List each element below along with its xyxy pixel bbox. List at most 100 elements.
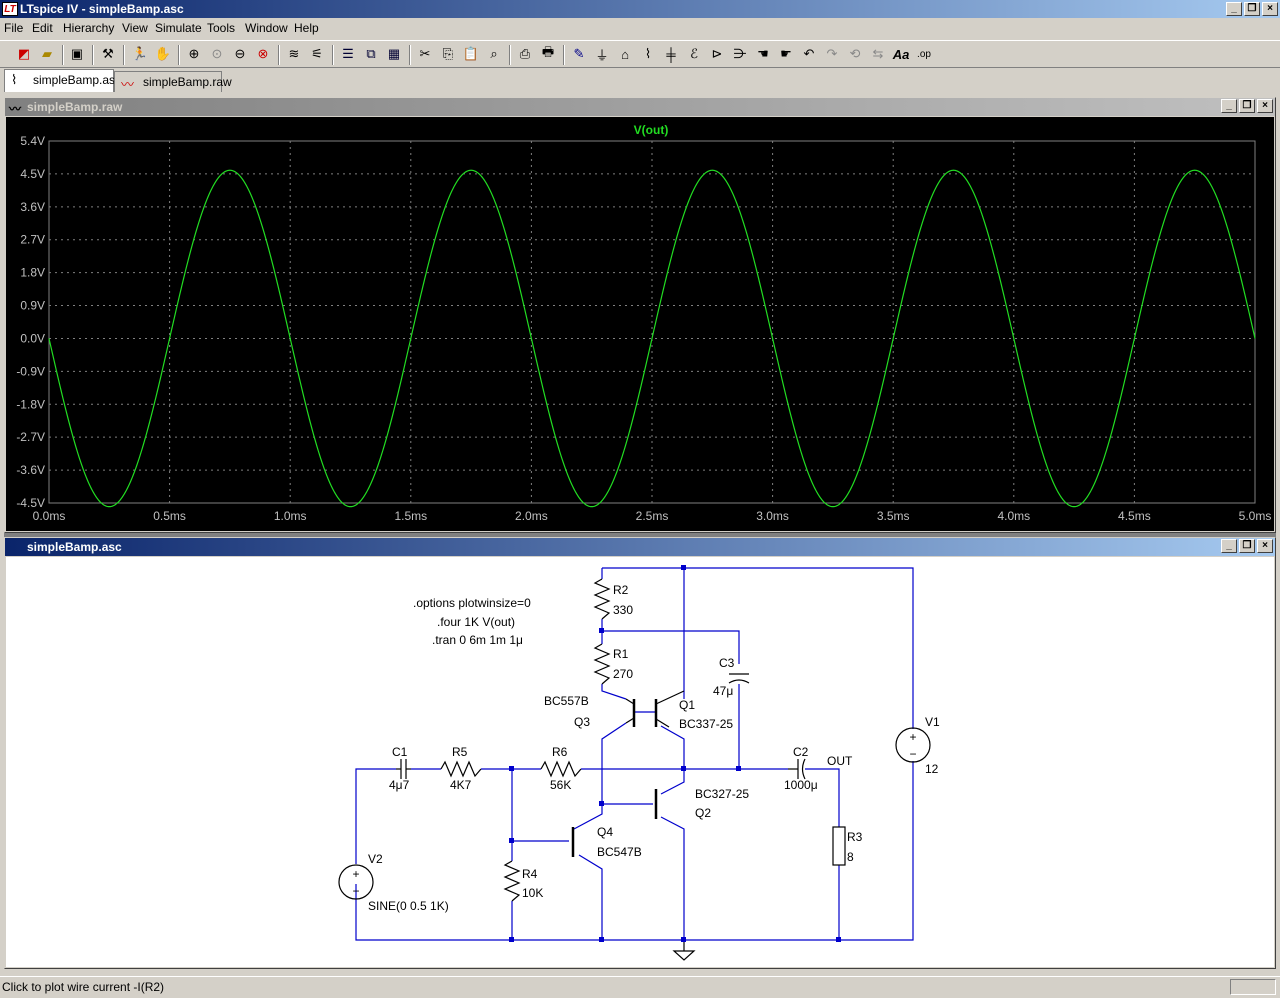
drag-hand-icon[interactable]: ☛ [780, 46, 792, 61]
label-c3-value[interactable]: 47μ [713, 684, 733, 698]
menu-view[interactable]: View [122, 21, 148, 35]
label-r5-value[interactable]: 4K7 [450, 778, 472, 792]
restore-button[interactable]: ❐ [1244, 2, 1260, 16]
schematic-canvas[interactable]: + − + − [6, 557, 1274, 967]
label-q2-model[interactable]: BC327-25 [695, 787, 749, 801]
chart-title[interactable]: V(out) [634, 123, 669, 137]
print-icon[interactable]: 🖶 [541, 44, 555, 59]
label-v2-value[interactable]: SINE(0 0.5 1K) [368, 899, 449, 913]
paste-icon[interactable]: 📋 [462, 46, 480, 61]
label-c2-value[interactable]: 1000μ [784, 778, 818, 792]
menu-hierarchy[interactable]: Hierarchy [63, 21, 115, 35]
zoom-fit-icon[interactable]: ⊗ [257, 46, 269, 61]
component-icon[interactable]: ⋺ [733, 46, 747, 61]
tab-waveform[interactable]: 〰 simpleBamp.raw [114, 71, 232, 92]
label-q3-model[interactable]: BC557B [544, 694, 589, 708]
diode-icon[interactable]: ⊳ [711, 46, 723, 61]
mirror-icon[interactable]: ⇆ [872, 46, 884, 61]
voltage-source-v1[interactable]: + − [895, 727, 931, 763]
junction-dots [509, 565, 841, 942]
directive-four[interactable]: .four 1K V(out) [437, 615, 515, 629]
cascade-icon[interactable]: ⧉ [366, 46, 376, 61]
transistor-q1[interactable] [654, 690, 685, 728]
spice-directive-icon[interactable]: .op [917, 48, 931, 60]
autorange-icon[interactable]: ≋ [288, 46, 300, 61]
open-icon[interactable]: ▰ [42, 46, 52, 61]
label-r5-name: R5 [452, 745, 468, 759]
run-icon[interactable]: 🏃 [131, 46, 149, 61]
menu-file[interactable]: File [4, 21, 24, 35]
voltage-source-v2[interactable]: + − [338, 864, 374, 900]
tile-horizontal-icon[interactable]: ☰ [342, 46, 354, 61]
label-c1-value[interactable]: 4μ7 [389, 778, 410, 792]
label-r2-value[interactable]: 330 [613, 603, 633, 617]
waveform-close-button[interactable]: × [1257, 99, 1273, 113]
menu-window[interactable]: Window [245, 21, 288, 35]
new-schematic-icon[interactable]: ◩ [17, 46, 31, 61]
resistor-icon[interactable]: ⌇ [644, 46, 652, 61]
y-tick-label: -1.8V [16, 397, 45, 411]
resistor-r6[interactable] [540, 760, 582, 778]
resistor-r5[interactable] [440, 760, 482, 778]
label-r3-value[interactable]: 8 [847, 850, 854, 864]
x-tick-label: 1.5ms [394, 509, 427, 523]
capacitor-c2[interactable] [788, 758, 806, 780]
menu-help[interactable]: Help [294, 21, 319, 35]
cut-icon[interactable]: ✂ [419, 46, 431, 61]
wires[interactable] [355, 567, 914, 941]
waveform-minimize-button[interactable]: _ [1221, 99, 1237, 113]
print-preview-icon[interactable]: ⎙ [519, 46, 531, 61]
capacitor-icon[interactable]: ╪ [666, 46, 676, 62]
minimize-button[interactable]: _ [1226, 2, 1242, 16]
find-icon[interactable]: ⌕ [490, 46, 498, 61]
schematic-minimize-button[interactable]: _ [1221, 539, 1237, 553]
y-tick-label: 3.6V [20, 200, 45, 214]
redo-icon[interactable]: ↷ [826, 46, 838, 61]
trace-v-out[interactable] [48, 169, 1256, 508]
schematic-close-button[interactable]: × [1257, 539, 1273, 553]
resistor-r1[interactable] [593, 643, 611, 685]
control-panel-icon[interactable]: ⚒ [102, 46, 114, 61]
label-r6-value[interactable]: 56K [550, 778, 571, 792]
tile-vertical-icon[interactable]: ▦ [387, 46, 401, 61]
net-label-out[interactable]: OUT [827, 754, 853, 768]
rotate-icon[interactable]: ⟲ [849, 46, 861, 61]
ground-symbol[interactable] [672, 940, 696, 961]
menu-simulate[interactable]: Simulate [155, 21, 202, 35]
directive-tran[interactable]: .tran 0 6m 1m 1μ [432, 633, 523, 647]
text-icon[interactable]: Aa [892, 46, 910, 62]
label-v1-value[interactable]: 12 [925, 762, 939, 776]
ground-icon[interactable]: ⏚ [595, 47, 609, 63]
waveform-restore-button[interactable]: ❐ [1239, 99, 1255, 113]
inductor-icon[interactable]: ℰ [690, 46, 698, 61]
capacitor-c3[interactable] [728, 673, 750, 684]
directive-options[interactable]: .options plotwinsize=0 [413, 596, 531, 610]
transistor-q3[interactable] [625, 698, 636, 727]
wire-icon[interactable]: ✎ [573, 46, 585, 61]
close-button[interactable]: × [1262, 2, 1278, 16]
label-q1-model[interactable]: BC337-25 [679, 717, 733, 731]
label-q4-model[interactable]: BC547B [597, 845, 642, 859]
capacitor-c1[interactable] [396, 759, 411, 779]
undo-icon[interactable]: ↶ [803, 46, 815, 61]
resistor-r4[interactable] [503, 860, 521, 902]
tab-schematic[interactable]: ⌇ simpleBamp.asc [4, 69, 121, 92]
resistor-r2[interactable] [593, 578, 611, 620]
waveform-plot[interactable]: V(out) 5.4V4.5V3.6V2.7V1.8V0.9V0.0V-0.9V… [6, 117, 1274, 531]
zoom-out-icon[interactable]: ⊖ [234, 46, 246, 61]
pan-icon[interactable]: ⊙ [211, 46, 223, 61]
move-hand-icon[interactable]: ☚ [757, 46, 769, 61]
menu-edit[interactable]: Edit [32, 21, 53, 35]
copy-icon[interactable]: ⎘ [442, 46, 454, 61]
resistor-r3[interactable] [832, 826, 846, 866]
label-r1-value[interactable]: 270 [613, 667, 633, 681]
label-r4-value[interactable]: 10K [522, 886, 543, 900]
label-net-icon[interactable]: ⌂ [621, 46, 629, 62]
plot-settings-icon[interactable]: ⚟ [311, 46, 323, 61]
zoom-in-icon[interactable]: ⊕ [188, 46, 200, 61]
label-r1-name: R1 [613, 647, 629, 661]
schematic-restore-button[interactable]: ❐ [1239, 539, 1255, 553]
halt-icon[interactable]: ✋ [154, 46, 172, 61]
menu-tools[interactable]: Tools [207, 21, 236, 35]
save-icon[interactable]: ▣ [70, 46, 84, 61]
